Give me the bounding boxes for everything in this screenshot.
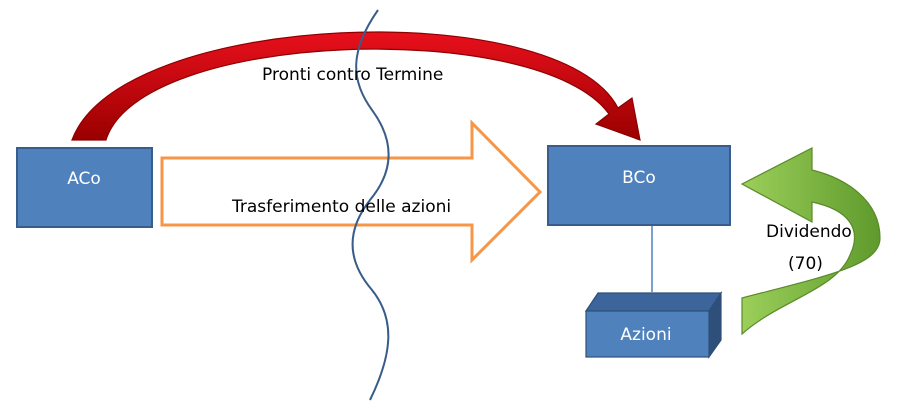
repo-label: Pronti contro Termine	[262, 65, 443, 85]
repo-arrow	[71, 31, 641, 141]
azioni-box	[585, 310, 710, 358]
border-line	[351, 9, 390, 401]
azioni-label: Azioni	[620, 325, 671, 345]
aco-box	[16, 147, 153, 228]
transfer-label: Trasferimento delle azioni	[231, 197, 451, 217]
bco-box	[547, 145, 731, 226]
dividend-arrow	[740, 147, 881, 336]
aco-label: ACo	[67, 169, 101, 189]
dividend-amount: (70)	[788, 254, 823, 274]
transfer-arrow	[160, 119, 543, 264]
dividend-label: Dividendo	[766, 222, 852, 242]
bco-label: BCo	[622, 168, 656, 188]
azioni-box-top	[584, 292, 723, 312]
